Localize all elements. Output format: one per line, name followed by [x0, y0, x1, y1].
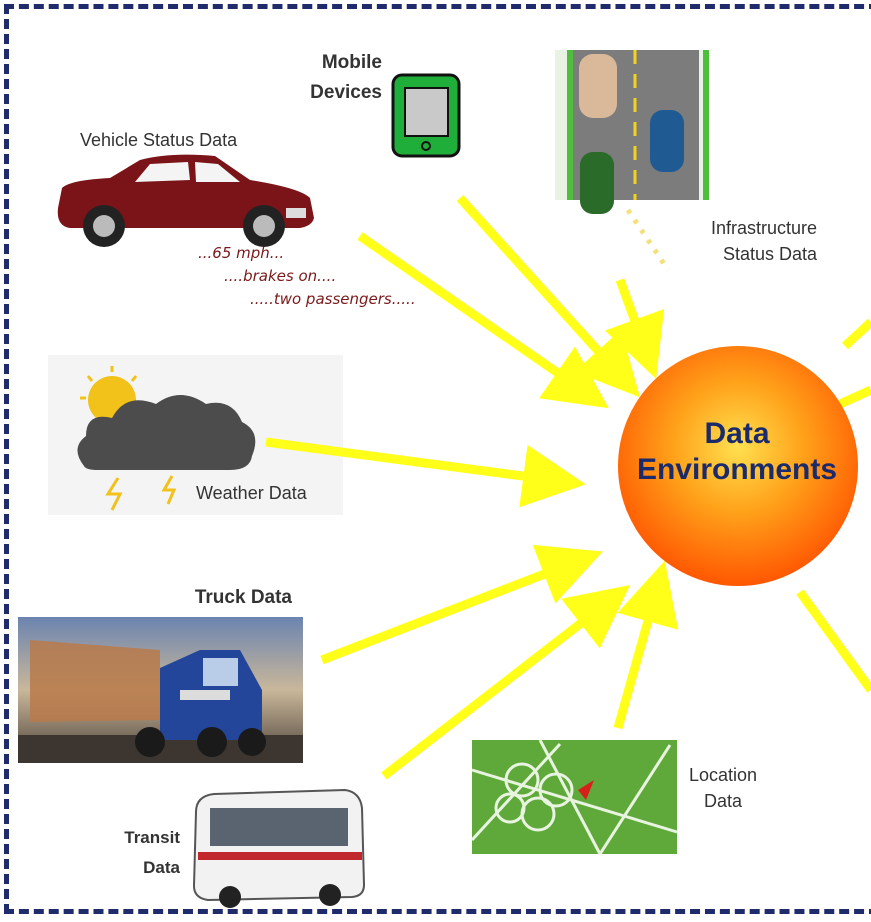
arrow-out-3: [796, 589, 871, 693]
transit-label-line1: Transit: [124, 828, 180, 847]
road-icon: [555, 50, 709, 272]
mobile-devices-label: Mobile Devices: [290, 48, 382, 108]
infrastructure-label: Infrastructure Status Data: [685, 215, 817, 267]
center-title-line1: Data: [704, 417, 770, 450]
car-icon: [57, 154, 314, 247]
vehicle-status-label: Vehicle Status Data: [80, 130, 238, 150]
data-flow-arrows: [265, 194, 871, 780]
mobile-label-line2: Devices: [310, 82, 382, 103]
truck-image: [18, 617, 303, 763]
infrastructure-label-line2: Status Data: [722, 244, 817, 264]
mobile-label-line1: Mobile: [321, 52, 382, 73]
vehicle-note-passengers: .....two passengers.....: [250, 290, 416, 308]
transit-label: Transit Data: [96, 823, 180, 883]
tablet-icon: [391, 73, 461, 158]
location-label-line1: Location: [688, 765, 758, 785]
location-label-line2: Data: [703, 791, 743, 811]
arrow-truck: [320, 544, 603, 665]
transit-label-line2: Data: [143, 858, 180, 877]
center-title: Data Environments: [612, 416, 862, 488]
truck-label: Truck Data: [194, 587, 292, 608]
arrow-location: [613, 560, 679, 730]
vehicle-note-brakes: ....brakes on....: [224, 267, 337, 285]
arrow-out-2: [838, 385, 871, 409]
map-icon: [470, 739, 678, 855]
vehicle-note-speed: ...65 mph...: [198, 244, 285, 262]
infrastructure-label-line1: Infrastructure: [710, 218, 817, 238]
weather-icon: [48, 355, 343, 515]
weather-label: Weather Data: [196, 483, 307, 503]
arrow-infrastructure: [604, 278, 665, 379]
bus-icon: [192, 788, 366, 908]
data-environments-sphere: [618, 346, 858, 586]
location-label: Location Data: [688, 762, 758, 814]
dashed-frame: [4, 4, 871, 914]
arrow-transit: [381, 584, 631, 780]
arrow-weather: [265, 437, 586, 508]
center-title-line2: Environments: [636, 453, 838, 486]
arrow-vehicle: [357, 232, 609, 409]
arrow-out-1: [841, 318, 871, 350]
